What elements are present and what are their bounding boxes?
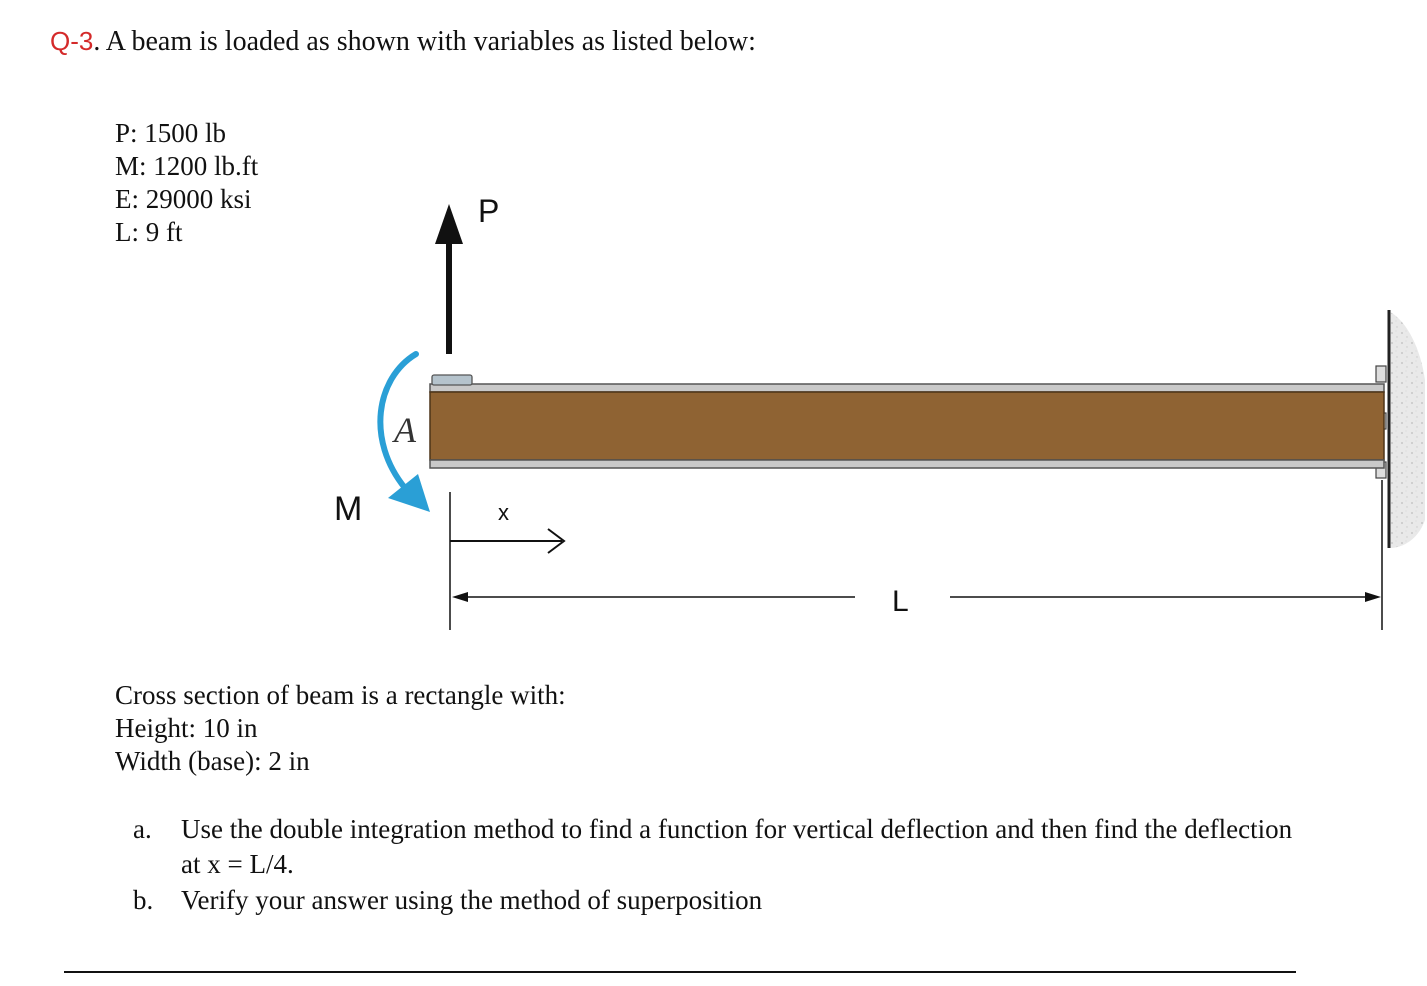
task-item: b. Verify your answer using the method o… <box>133 883 1313 918</box>
variable-e: E: 29000 ksi <box>115 184 252 214</box>
length-label: L <box>892 585 909 618</box>
beam <box>429 383 1385 469</box>
cross-section-info: Cross section of beam is a rectangle wit… <box>115 679 566 778</box>
task-marker: b. <box>133 885 154 915</box>
task-item: a. Use the double integration method to … <box>133 812 1313 882</box>
question-text: . A beam is loaded as shown with variabl… <box>93 26 756 57</box>
question-title: Q-3. A beam is loaded as shown with vari… <box>50 26 756 58</box>
moment-arrow <box>377 351 430 512</box>
x-label: x <box>498 500 509 525</box>
variable-l: L: 9 ft <box>115 217 183 247</box>
task-text: Verify your answer using the method of s… <box>181 885 763 915</box>
variable-m: M: 1200 lb.ft <box>115 151 259 181</box>
cross-section-intro: Cross section of beam is a rectangle wit… <box>115 680 566 710</box>
length-dimension <box>452 480 1383 630</box>
point-a-label: A <box>392 410 417 450</box>
cross-section-width: Width (base): 2 in <box>115 746 310 776</box>
bottom-rule <box>64 971 1296 973</box>
task-marker: a. <box>133 814 152 844</box>
load-label: P <box>478 193 499 229</box>
x-axis-arrow <box>449 492 566 630</box>
task-text: Use the double integration method to fin… <box>181 814 1293 879</box>
wall-support <box>1390 312 1425 548</box>
question-number: Q-3 <box>50 26 94 56</box>
task-list: a. Use the double integration method to … <box>133 812 1313 918</box>
cross-section-height: Height: 10 in <box>115 713 258 743</box>
variable-p: P: 1500 lb <box>115 118 227 148</box>
load-arrow-p <box>435 204 463 354</box>
load-plate <box>431 374 473 386</box>
moment-label: M <box>334 490 362 528</box>
variable-list: P: 1500 lb M: 1200 lb.ft E: 29000 ksi L:… <box>115 117 258 249</box>
wall-bracket-top <box>1375 365 1387 383</box>
